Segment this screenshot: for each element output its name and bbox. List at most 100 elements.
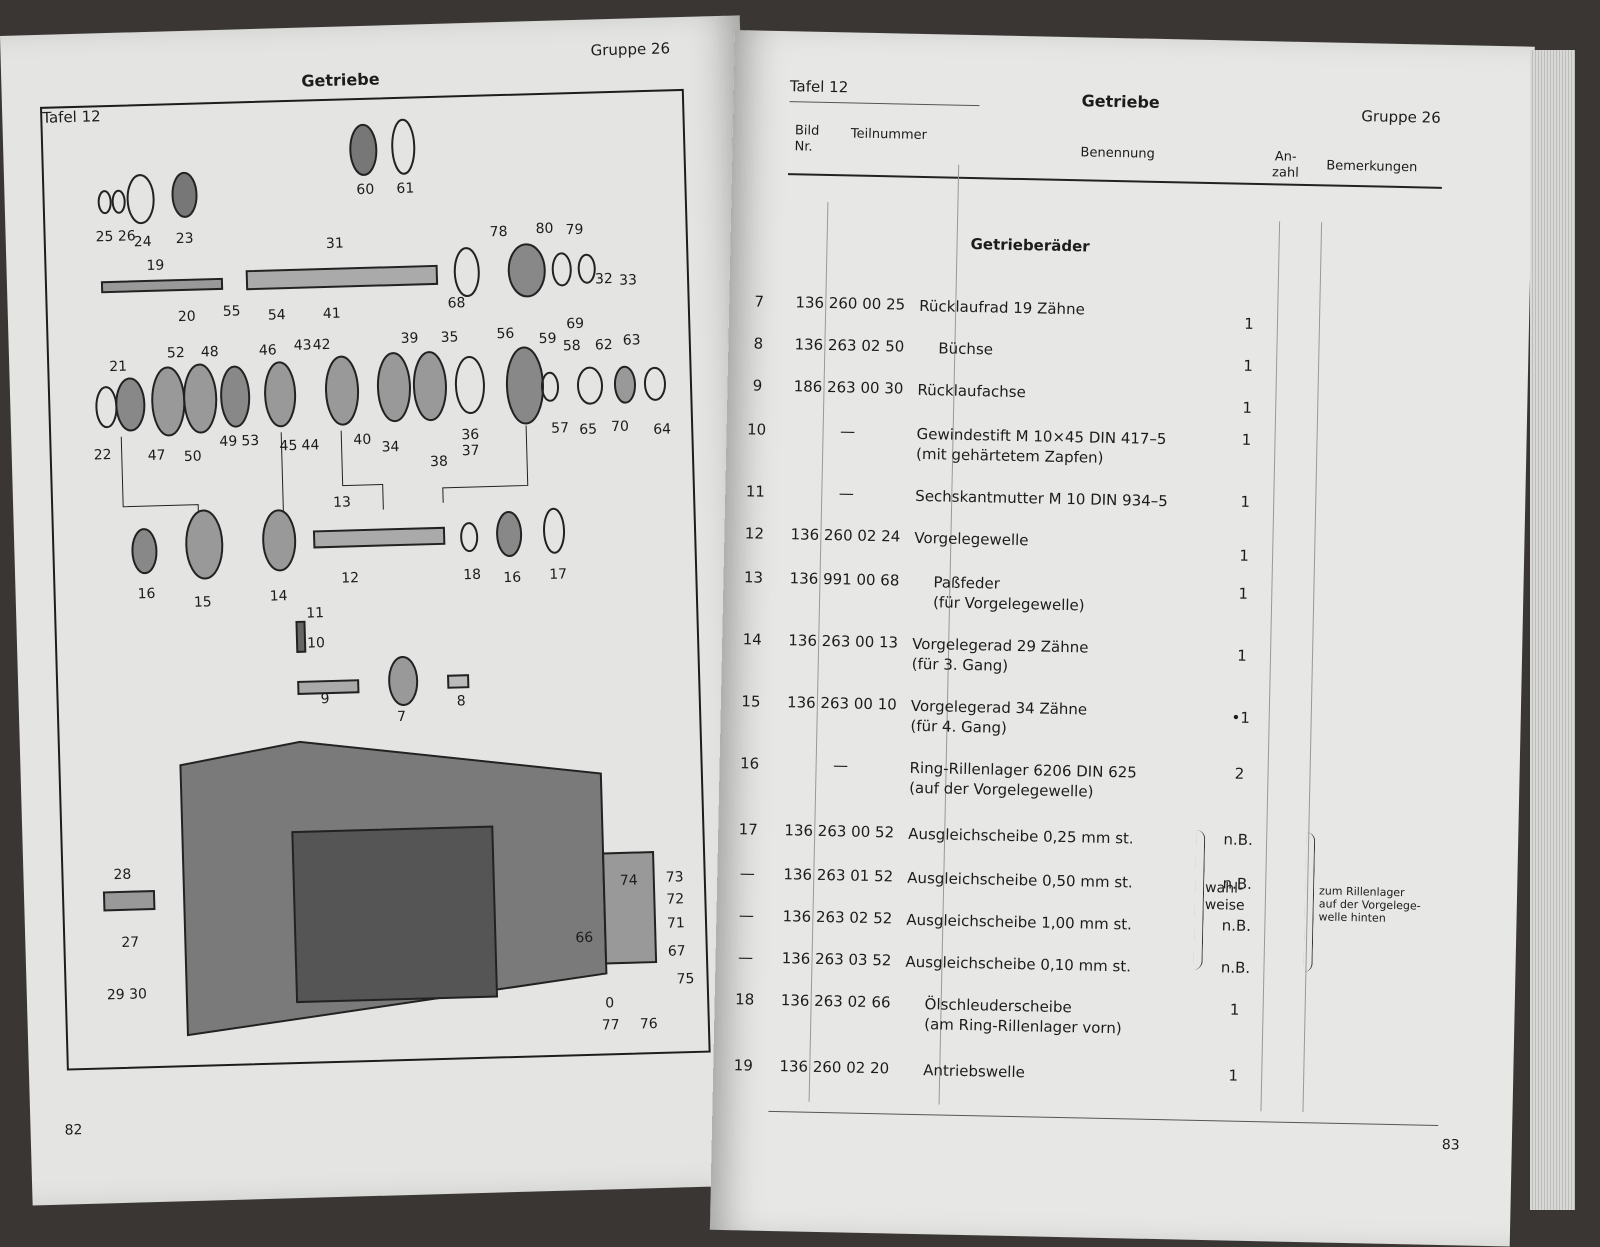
- callout-label: 76: [639, 1016, 658, 1033]
- benennung-line: Ausgleichscheibe 0,10 mm st.: [905, 952, 1132, 976]
- teilnummer: 136 260 02 20: [779, 1057, 890, 1078]
- callout-label: 59: [538, 330, 557, 348]
- callout-label: 24: [133, 233, 152, 251]
- callout-label: 22: [93, 447, 112, 464]
- col-bild-nr: Bild Nr.: [794, 123, 820, 155]
- bild-nr: 11: [745, 482, 766, 501]
- callout-label: 78: [489, 223, 508, 241]
- anzahl: 1: [1228, 1066, 1239, 1085]
- right-page-number: 83: [1441, 1137, 1460, 1154]
- teilnummer: 136 260 00 25: [795, 293, 906, 314]
- callout-label: 75: [676, 970, 695, 988]
- callout-label: 13: [332, 494, 352, 511]
- callout-label: 63: [622, 332, 641, 349]
- callout-label: 19: [146, 257, 165, 274]
- col-anzahl: An- zahl: [1271, 149, 1299, 181]
- teilnummer: —: [839, 422, 856, 441]
- bild-nr: 8: [753, 334, 764, 353]
- callout-label: 16: [137, 585, 156, 603]
- anzahl: 1: [1242, 398, 1253, 417]
- bild-nr: 14: [742, 630, 762, 649]
- bild-nr: 13: [743, 568, 764, 587]
- benennung: Ölschleuderscheibe(am Ring-Rillenlager v…: [924, 994, 1225, 1040]
- teilnummer: 136 263 02 52: [782, 907, 893, 928]
- benennung: Antriebswelle: [923, 1060, 1223, 1086]
- wahlweise-note: wahl- weise: [1204, 880, 1245, 914]
- callout-label: 52: [166, 344, 185, 362]
- callout-label: 12: [341, 570, 360, 587]
- bild-nr: 16: [739, 754, 760, 773]
- teilnummer: —: [838, 484, 855, 503]
- teilnummer: 136 263 00 52: [784, 821, 895, 842]
- benennung-line: Paßfeder: [933, 573, 1001, 593]
- callout-label: 71: [666, 915, 686, 932]
- anzahl: 2: [1234, 764, 1245, 783]
- table-row: 19 136 260 02 20 Antriebswelle 1: [712, 1056, 1513, 1133]
- benennung-line: Ölschleuderscheibe: [924, 995, 1072, 1017]
- callout-label: 50: [183, 448, 202, 466]
- benennung-line: Rücklaufachse: [917, 380, 1026, 402]
- callout-label: 11: [306, 605, 325, 622]
- anzahl: 1: [1243, 356, 1254, 375]
- col-benennung: Benennung: [1080, 145, 1156, 162]
- callout-label: 41: [322, 305, 341, 323]
- left-page-number: 82: [64, 1122, 83, 1139]
- callout-label: 33: [618, 272, 638, 289]
- callout-label: 17: [549, 566, 568, 583]
- benennung: Rücklaufrad 19 Zähne: [919, 296, 1219, 322]
- benennung-line: (für 3. Gang): [911, 654, 1009, 675]
- anzahl: 1: [1240, 492, 1251, 511]
- bild-nr: 9: [752, 376, 763, 395]
- teilnummer: 136 260 02 24: [790, 525, 901, 546]
- callout-label: 72: [666, 891, 685, 908]
- callout-label: 62: [594, 337, 613, 354]
- callout-label: 80: [535, 220, 554, 238]
- teilnummer: 136 263 02 50: [794, 335, 905, 356]
- benennung-line: (für 4. Gang): [910, 716, 1007, 737]
- benennung-line: Rücklaufrad 19 Zähne: [919, 296, 1085, 319]
- benennung-line: Ausgleichscheibe 1,00 mm st.: [906, 910, 1133, 934]
- benennung-line: Ausgleichscheibe 0,25 mm st.: [908, 824, 1134, 848]
- benennung: Vorgelegerad 34 Zähne(für 4. Gang): [910, 696, 1211, 742]
- callout-label: 15: [193, 594, 212, 611]
- right-gruppe-label: Gruppe 26: [1361, 107, 1441, 127]
- bild-nr: —: [737, 948, 754, 967]
- bild-nr: 17: [738, 820, 758, 839]
- bild-nr: —: [739, 864, 756, 883]
- callout-label: 79: [565, 221, 584, 239]
- bild-nr: 18: [734, 990, 755, 1009]
- bild-nr: 12: [744, 524, 765, 543]
- benennung-line: Sechskantmutter M 10 DIN 934–5: [915, 486, 1168, 511]
- callout-label: 9: [320, 691, 330, 708]
- anzahl: 1: [1243, 314, 1254, 333]
- bemerkung-note: zum Rillenlager auf der Vorgelege- welle…: [1318, 884, 1421, 925]
- callout-label: 54: [267, 307, 286, 324]
- left-gruppe-label: Gruppe 26: [590, 39, 671, 60]
- callout-label: 31: [325, 235, 344, 252]
- bild-nr: 19: [733, 1056, 754, 1075]
- callout-label: 34: [381, 439, 400, 456]
- col-bemerkungen: Bemerkungen: [1326, 158, 1418, 176]
- callout-label: 7: [396, 708, 407, 726]
- anzahl: 1: [1241, 430, 1252, 449]
- callout-label: 73: [665, 869, 684, 886]
- callout-label: 40: [353, 431, 372, 449]
- benennung: Sechskantmutter M 10 DIN 934–5: [915, 486, 1215, 512]
- callout-label: 25 26: [95, 228, 136, 246]
- gearbox-exploded-drawing: [95, 118, 666, 1037]
- col-teilnummer: Teilnummer: [850, 126, 928, 144]
- right-page-title: Getriebe: [1081, 91, 1160, 112]
- callout-label: 23: [175, 230, 194, 248]
- teilnummer: 136 263 02 66: [780, 991, 891, 1012]
- callout-label: 77: [601, 1017, 620, 1034]
- benennung-line: Vorgelegerad 29 Zähne: [911, 634, 1089, 657]
- page-edges: [1530, 50, 1575, 1210]
- benennung-line: Vorgelegewelle: [914, 528, 1029, 550]
- callout-label: 64: [653, 421, 672, 438]
- benennung: Ring-Rillenlager 6206 DIN 625(auf der Vo…: [909, 758, 1210, 804]
- bild-nr: —: [738, 906, 755, 925]
- callout-label: 44: [301, 437, 320, 454]
- callout-label: 35: [440, 329, 459, 346]
- benennung-line: (mit gehärtetem Zapfen): [915, 444, 1104, 467]
- benennung: Gewindestift M 10×45 DIN 417–5(mit gehär…: [916, 424, 1217, 470]
